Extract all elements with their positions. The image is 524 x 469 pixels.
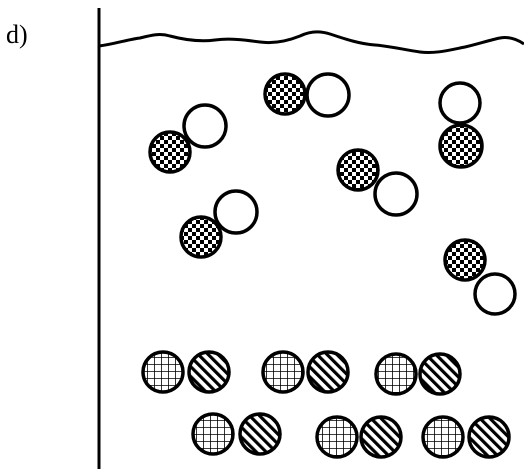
solid-pair — [191, 412, 282, 456]
grid-atom — [141, 350, 185, 394]
gas-molecule — [438, 81, 484, 169]
checkered-atom — [263, 72, 307, 116]
solid-pair — [141, 350, 231, 394]
striped-atom — [418, 352, 462, 396]
grid-atom — [315, 415, 359, 459]
gas-molecule — [336, 148, 419, 217]
striped-atom — [359, 415, 403, 459]
checkered-atom — [438, 123, 484, 169]
checkered-atom — [443, 238, 487, 282]
solid-pair — [315, 415, 403, 459]
solid-pair — [261, 350, 350, 394]
gas-molecule — [443, 238, 517, 316]
plain-atom — [213, 189, 259, 235]
plain-atom — [305, 72, 351, 118]
plain-atom — [182, 103, 228, 149]
striped-atom — [306, 350, 350, 394]
grid-atom — [374, 352, 418, 396]
checkered-atom — [148, 130, 192, 174]
gas-molecule — [179, 189, 259, 259]
checkered-atom — [179, 215, 223, 259]
gas-molecule — [263, 72, 351, 118]
checkered-atom — [336, 148, 380, 192]
grid-atom — [421, 415, 465, 459]
striped-atom — [187, 350, 231, 394]
gas-molecule — [148, 103, 228, 174]
surface-line — [98, 30, 524, 54]
striped-atom — [238, 412, 282, 456]
grid-atom — [261, 350, 305, 394]
plain-atom — [473, 272, 517, 316]
solid-pair — [374, 352, 462, 396]
solid-pair — [421, 415, 511, 459]
plain-atom — [373, 171, 419, 217]
grid-atom — [191, 412, 235, 456]
figure-label: d) — [6, 20, 28, 49]
striped-atom — [467, 415, 511, 459]
plain-atom — [438, 81, 482, 125]
